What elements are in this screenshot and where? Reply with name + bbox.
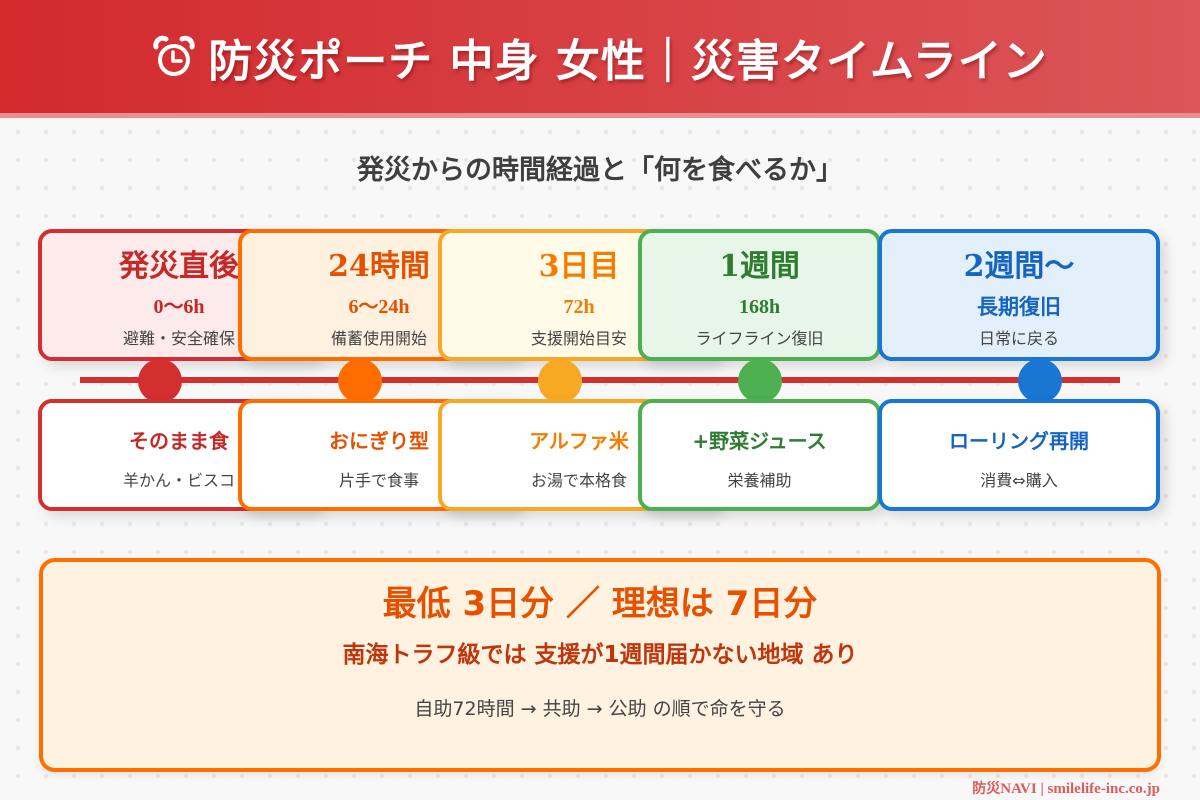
page-title: 防災ポーチ 中身 女性｜災害タイムライン — [208, 35, 1048, 87]
food-desc: 片手で食事 — [338, 471, 419, 490]
summary-note: 自助72時間 → 共助 → 公助 の順で命を守る — [414, 698, 786, 720]
footer-separator: | — [1040, 781, 1044, 797]
summary-sub: 南海トラフ級では 支援が1週間届かない地域 あり — [342, 642, 858, 668]
section-subtitle: 発災からの時間経過と「何を食べるか」 — [357, 155, 843, 186]
header-content: 防災ポーチ 中身 女性｜災害タイムライン — [152, 25, 1048, 89]
food-desc: お湯で本格食 — [530, 471, 627, 490]
food-desc: 栄養補助 — [727, 471, 792, 490]
stage-desc: 日常に戻る — [978, 329, 1059, 348]
stage-hours: 168h — [738, 296, 781, 318]
stage-period: 2週間〜 — [963, 249, 1075, 284]
stage-hours: 72h — [563, 296, 595, 318]
stage-card-3: 1週間 168h ライフライン復旧 — [638, 229, 881, 361]
stage-desc: 備蓄使用開始 — [330, 329, 427, 348]
food-title: アルファ米 — [529, 429, 629, 453]
header-banner: 防災ポーチ 中身 女性｜災害タイムライン — [0, 0, 1200, 118]
stage-period: 24時間 — [328, 249, 430, 284]
stage-hours: 長期復旧 — [977, 295, 1061, 319]
stage-hours: 6〜24h — [348, 296, 410, 318]
summary-main: 最低 3日分 ／ 理想は 7日分 — [382, 584, 818, 624]
stage-desc: 支援開始目安 — [530, 329, 627, 348]
food-card-4: ローリング再開 消費⇔購入 — [878, 399, 1160, 511]
footer-brand: 防災 — [972, 781, 1001, 797]
food-desc: 羊かん・ビスコ — [122, 471, 235, 490]
stage-hours: 0〜6h — [153, 296, 205, 318]
food-card-3: +野菜ジュース 栄養補助 — [638, 399, 881, 511]
footer-credit: 防災NAVI | smilelife-inc.co.jp — [972, 778, 1160, 798]
food-title: +野菜ジュース — [692, 429, 827, 453]
food-title: そのまま食 — [129, 429, 229, 453]
footer-brand-suffix: NAVI — [1000, 781, 1037, 797]
timeline-dot-0 — [138, 359, 182, 403]
timeline-dot-4 — [1018, 359, 1062, 403]
food-desc: 消費⇔購入 — [980, 471, 1058, 490]
timeline-dot-3 — [738, 359, 782, 403]
footer-site-link[interactable]: smilelife-inc.co.jp — [1047, 781, 1160, 797]
stage-period: 3日目 — [538, 249, 620, 284]
summary-box: 最低 3日分 ／ 理想は 7日分 南海トラフ級では 支援が1週間届かない地域 あ… — [39, 558, 1161, 772]
stage-period: 1週間 — [719, 249, 800, 284]
stage-desc: ライフライン復旧 — [695, 329, 824, 348]
stage-period: 発災直後 — [119, 249, 239, 284]
alarm-clock-icon — [153, 35, 195, 76]
timeline-line — [80, 377, 1120, 383]
timeline-dot-1 — [338, 359, 382, 403]
food-title: おにぎり型 — [329, 429, 429, 453]
stage-desc: 避難・安全確保 — [122, 329, 235, 348]
timeline-dot-2 — [538, 359, 582, 403]
food-title: ローリング再開 — [949, 429, 1089, 453]
stage-card-4: 2週間〜 長期復旧 日常に戻る — [878, 229, 1160, 361]
